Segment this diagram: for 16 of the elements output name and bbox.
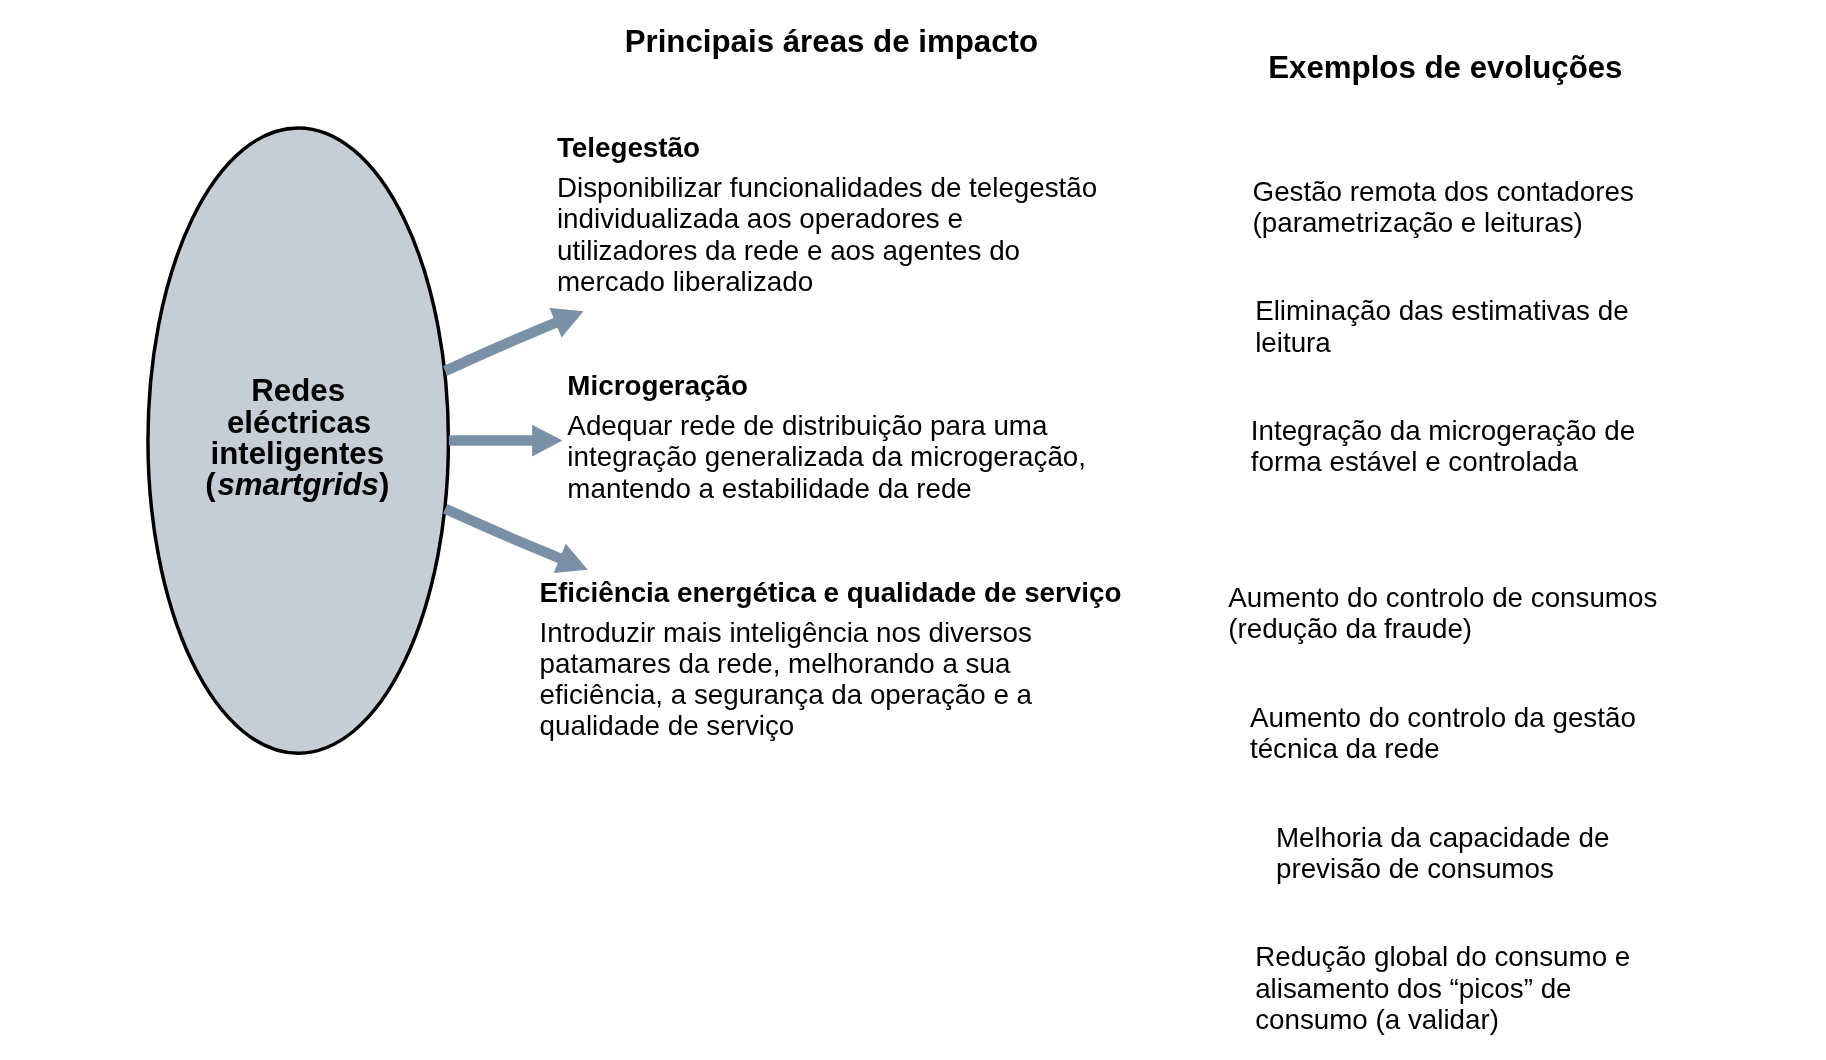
arrow	[443, 504, 588, 574]
label: Aumento do controlo de consumos (redução da fraude)	[1228, 581, 1658, 645]
node-text: Microgeração Adequar rede de distribuição para uma integração generalizada da microgeração, mantendo a estabilidade da rede	[567, 370, 1087, 504]
node-ellipse: Redes eléctricas inteligentes (smartgrids)	[146, 126, 451, 755]
arrow	[448, 424, 563, 457]
arrow	[442, 308, 584, 376]
label: Principais áreas de impacto	[624, 24, 1039, 60]
label: Melhoria da capacidade de previsão de consumos	[1275, 821, 1610, 884]
label: Redução global do consumo e alisamento dos “picos” de consumo (a validar)	[1255, 941, 1631, 1035]
label: Aumento do controlo da gestão técnica da rede	[1249, 701, 1636, 765]
node-text: Telegestão Disponibilizar funcionalidades de telegestão individualizada aos operadores e utilizadores da rede e aos agentes do mercado liberalizado	[556, 132, 1098, 297]
node-text: Eficiência energética e qualidade de serviço Introduzir mais inteligência nos diversos patamares da rede, melhorando a sua eficiência, a segurança da operação e a qualidade de serviço	[539, 576, 1122, 742]
label: Gestão remota dos contadores (parametrização e leituras)	[1252, 175, 1634, 238]
label: Integração da microgeração de forma estável e controlada	[1250, 415, 1636, 478]
label: Eliminação das estimativas de leitura	[1255, 295, 1629, 358]
label: Exemplos de evoluções	[1268, 50, 1623, 86]
